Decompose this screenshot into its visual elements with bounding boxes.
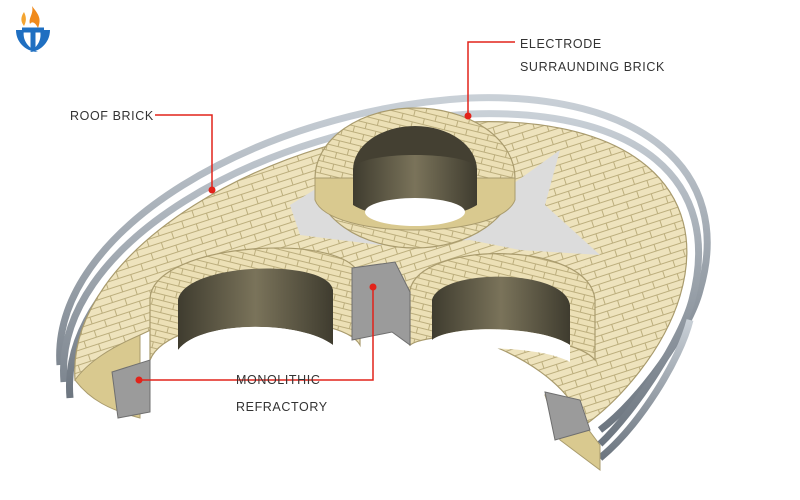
electrode-label-line1: ELECTRODE: [520, 37, 602, 51]
leader-roof-brick: [155, 114, 213, 190]
electrode-surrounding-brick-back: [314, 107, 516, 249]
electrode-surrounding-brick-right: [409, 253, 596, 362]
electrode-surrounding-brick-left: [149, 247, 361, 375]
leader-electrode: [467, 41, 515, 116]
brand-flame-logo-icon: [16, 6, 50, 52]
leader-monolithic-center: [232, 287, 374, 381]
electrode-label-line2: SURRAUNDING BRICK: [520, 60, 665, 74]
leader-lines: [139, 41, 515, 381]
leader-dots: [135, 112, 472, 384]
monolithic-label-line1: MONOLITHIC: [236, 373, 321, 387]
roof-brick-label: ROOF BRICK: [70, 109, 154, 123]
monolithic-refractory: [111, 261, 591, 441]
monolithic-label-line2: REFRACTORY: [236, 400, 328, 414]
